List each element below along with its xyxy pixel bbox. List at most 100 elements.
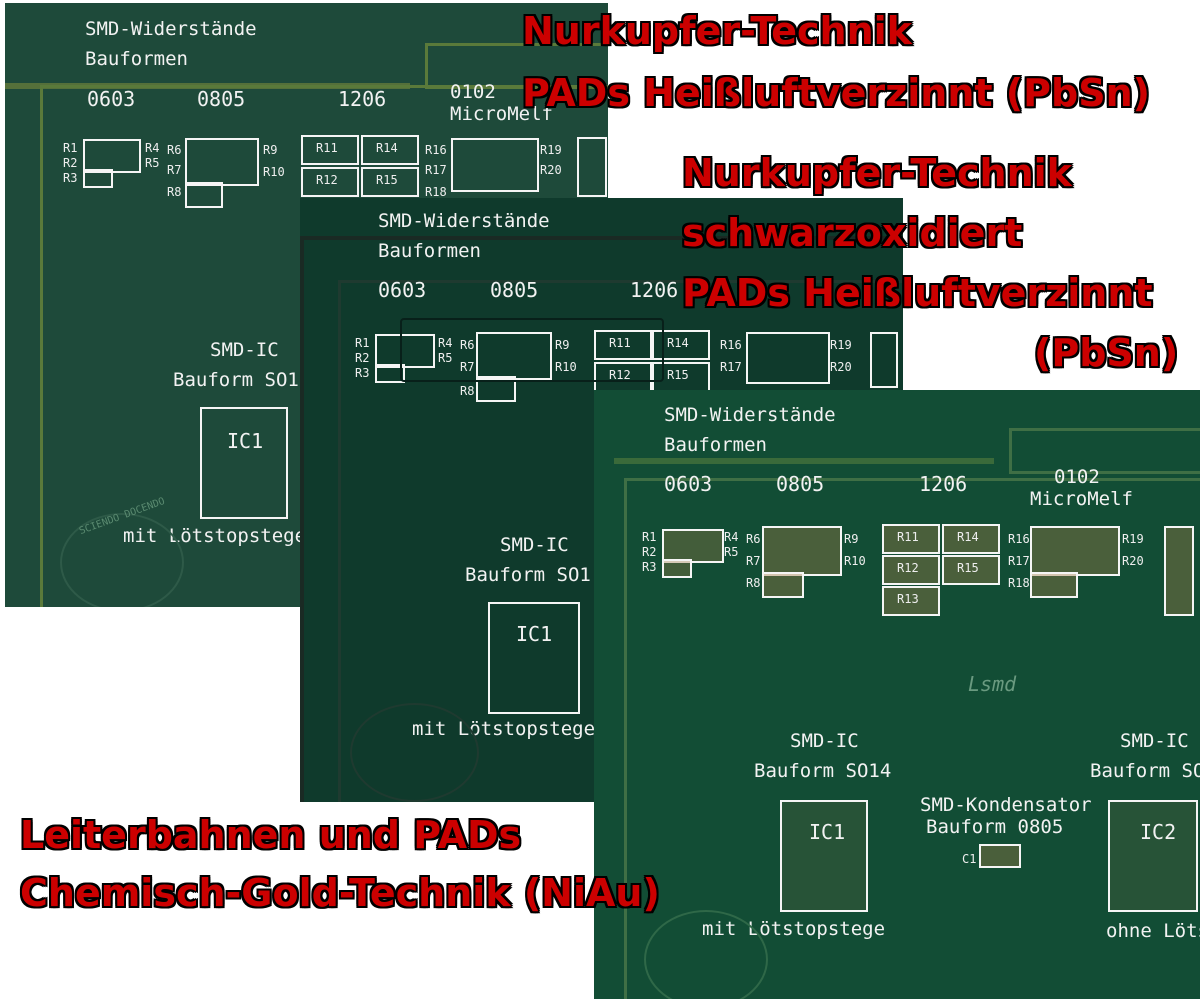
ic-title: SMD-IC (790, 730, 859, 752)
pads-micromelf (451, 138, 539, 192)
label-r14: R14 (376, 141, 398, 155)
label-r11: R11 (609, 336, 631, 350)
pad-r15 (361, 167, 419, 197)
caption-middle-line1: Nurkupfer-Technik (682, 151, 1072, 195)
ic2-form: Bauform SO1 (1090, 760, 1200, 782)
pads-0603-row (83, 139, 141, 173)
ic-form: Bauform SO1 (465, 564, 591, 586)
pads-0805-r8 (185, 182, 223, 208)
size-0805: 0805 (776, 472, 825, 496)
label-r17: R17 (720, 360, 742, 374)
pad-r14 (652, 330, 710, 360)
size-micromelf: MicroMelf (1030, 488, 1133, 510)
caption-middle-line4: (PbSn) (1034, 331, 1179, 375)
label-r8: R8 (746, 576, 761, 590)
subheading: Bauformen (85, 48, 188, 70)
label-r7: R7 (460, 360, 475, 374)
label-r14: R14 (957, 530, 979, 544)
label-r3: R3 (355, 366, 370, 380)
ic2-title: SMD-IC (1120, 730, 1189, 752)
label-r18: R18 (425, 185, 447, 199)
label-r20: R20 (540, 163, 562, 177)
label-r3: R3 (63, 171, 78, 185)
label-r16: R16 (425, 143, 447, 157)
size-0603: 0603 (378, 278, 427, 302)
pads-0603-row (375, 334, 435, 368)
label-r17: R17 (1008, 554, 1030, 568)
cap-footprint (979, 844, 1021, 868)
label-r8: R8 (460, 384, 475, 398)
label-r5: R5 (438, 351, 453, 365)
ic-form: Bauform SO14 (754, 760, 892, 782)
ic2-footprint (1108, 800, 1198, 912)
pads-micromelf-r18 (1030, 572, 1078, 598)
label-r20: R20 (830, 360, 852, 374)
caption-top-line2: PADs Heißluftverzinnt (PbSn) (522, 71, 1151, 115)
label-r9: R9 (263, 143, 278, 157)
size-1206: 1206 (338, 87, 387, 111)
pad-r14 (361, 135, 419, 165)
label-r10: R10 (555, 360, 577, 374)
pad-r12 (301, 167, 359, 197)
label-r5: R5 (724, 545, 739, 559)
label-r4: R4 (438, 336, 453, 350)
pads-micromelf (746, 332, 830, 384)
label-r6: R6 (460, 338, 475, 352)
pads-0805 (762, 526, 842, 576)
label-r8: R8 (167, 185, 182, 199)
label-r11: R11 (897, 530, 919, 544)
label-r18: R18 (1008, 576, 1030, 590)
caption-middle-line2: schwarzoxidiert (682, 211, 1023, 255)
logo: Lsmd (968, 672, 1017, 696)
label-r12: R12 (316, 173, 338, 187)
pads-micromelf (1030, 526, 1120, 576)
pad-r14 (942, 524, 1000, 554)
label-r16: R16 (1008, 532, 1030, 546)
label-r7: R7 (746, 554, 761, 568)
label-r10: R10 (844, 554, 866, 568)
pad-r13 (882, 586, 940, 616)
cap-label: C1 (962, 852, 977, 866)
label-r19: R19 (1122, 532, 1144, 546)
size-0102: 0102 (450, 81, 496, 103)
pad-r12 (882, 555, 940, 585)
pad-r11 (882, 524, 940, 554)
ic1-footprint (200, 407, 288, 519)
pad-r15 (942, 555, 1000, 585)
ic1-label: IC1 (516, 622, 553, 646)
caption-bottom-line1: Leiterbahnen und PADs (20, 813, 522, 857)
ic1-footprint (488, 602, 580, 714)
pads-0603-r3 (375, 364, 405, 383)
pcb-photo-gold: SMD-Widerstände Bauformen 0603 0805 1206… (594, 390, 1200, 999)
ic-title: SMD-IC (500, 534, 569, 556)
label-r1: R1 (642, 530, 657, 544)
trace (400, 318, 664, 382)
subheading: Bauformen (664, 434, 767, 456)
label-r20: R20 (1122, 554, 1144, 568)
heading: SMD-Widerstände (664, 404, 836, 426)
label-r11: R11 (316, 141, 338, 155)
label-r6: R6 (167, 143, 182, 157)
size-1206: 1206 (919, 472, 968, 496)
label-r10: R10 (263, 165, 285, 179)
label-r15: R15 (957, 561, 979, 575)
label-r14: R14 (667, 336, 689, 350)
label-r3: R3 (642, 560, 657, 574)
label-r16: R16 (720, 338, 742, 352)
label-r1: R1 (63, 141, 78, 155)
caption-top-line1: Nurkupfer-Technik (522, 9, 912, 53)
label-r7: R7 (167, 163, 182, 177)
label-r12: R12 (609, 368, 631, 382)
pads-0805-r8 (762, 572, 804, 598)
pad-r11 (594, 330, 652, 360)
size-1206: 1206 (630, 278, 679, 302)
label-r9: R9 (844, 532, 859, 546)
caption-bottom-line2: Chemisch-Gold-Technik (NiAu) (20, 871, 660, 915)
label-r19: R19 (830, 338, 852, 352)
ic-form: Bauform SO1 (173, 369, 299, 391)
label-r15: R15 (376, 173, 398, 187)
size-0102: 0102 (1054, 466, 1100, 488)
cap-form: Bauform 0805 (926, 816, 1064, 838)
pads-0102-col (870, 332, 898, 388)
ic2-label: IC2 (1140, 820, 1177, 844)
